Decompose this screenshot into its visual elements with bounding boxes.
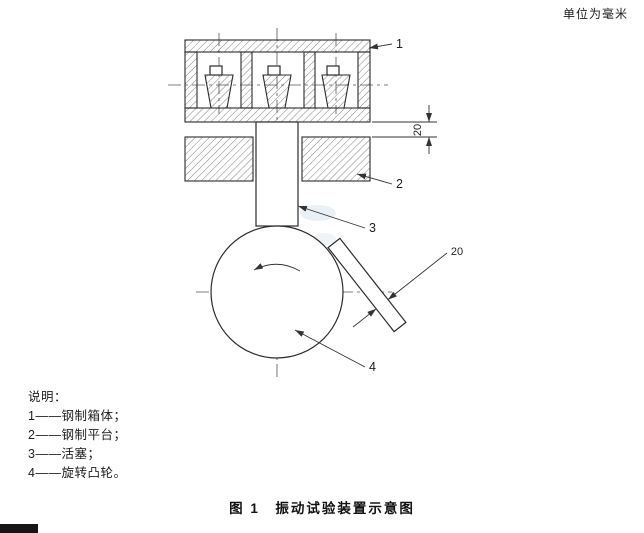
specimen-body (204, 74, 234, 109)
leader-part-2 (356, 173, 393, 185)
legend-item-4: 4——旋转凸轮。 (28, 466, 127, 480)
dim-arrow-upper (387, 252, 448, 300)
box-top-wall (184, 39, 371, 53)
specimen-cap (326, 65, 340, 76)
figure-caption: 图 1 振动试验装置示意图 (229, 501, 415, 516)
part-label-1: 1 (396, 37, 403, 51)
dimension-gap: 20 (372, 105, 437, 154)
legend-item-1: 1——钢制箱体； (28, 409, 127, 423)
specimen-body (321, 74, 351, 109)
box-right-wall (357, 51, 371, 109)
legend-item-3: 3——活塞； (28, 447, 101, 461)
follower-bar (327, 237, 407, 333)
legend: 说明： 1——钢制箱体； 2——钢制平台； 3——活塞； 4——旋转凸轮。 (28, 388, 126, 483)
cam-circle (210, 225, 344, 359)
platform-left-block (184, 136, 254, 182)
specimen-3 (321, 65, 351, 109)
legend-title: 说明： (28, 390, 68, 404)
specimen-cap (209, 65, 223, 76)
specimen-1 (204, 65, 234, 109)
box-divider-right (303, 51, 316, 109)
piston (255, 121, 299, 227)
specimen-2 (262, 65, 292, 109)
dimension-bar-width: 20 (352, 246, 463, 328)
dim-arrow-lower (352, 308, 377, 328)
legend-item-2: 2——钢制平台； (28, 428, 127, 442)
box-divider-left (240, 51, 253, 109)
specimen-body (262, 74, 292, 109)
leader-part-1 (368, 43, 393, 50)
part-label-3: 3 (369, 221, 376, 235)
bar-width-dimension-value: 20 (451, 246, 463, 258)
unit-note: 单位为毫米 (562, 7, 628, 21)
specimen-cap (267, 65, 281, 76)
part-label-2: 2 (396, 177, 403, 191)
scan-mark (0, 524, 38, 533)
gap-dimension-value: 20 (412, 124, 424, 136)
part-label-4: 4 (369, 360, 376, 374)
rotation-arrow (253, 263, 301, 272)
leader-part-4 (294, 329, 366, 368)
leader-part-3 (297, 205, 366, 229)
box-left-wall (184, 51, 198, 109)
box-bottom-plate (184, 107, 371, 123)
